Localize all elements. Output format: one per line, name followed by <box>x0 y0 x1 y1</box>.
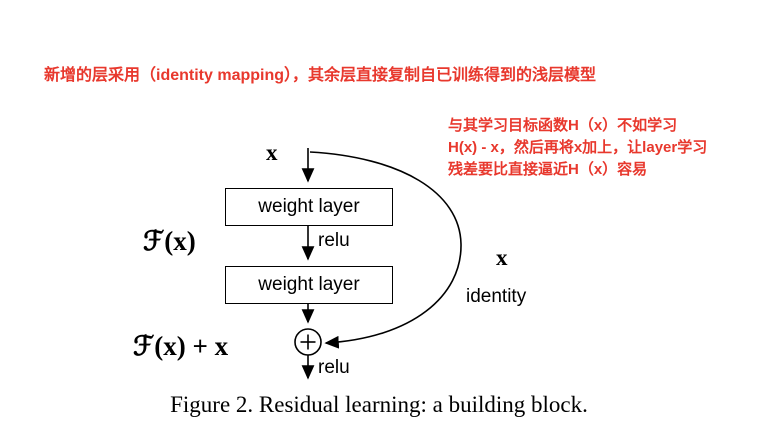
relu-label-2: relu <box>318 357 350 378</box>
input-x-label: x <box>266 140 278 165</box>
relu-label-1: relu <box>318 230 350 251</box>
identity-label: identity <box>466 286 527 307</box>
residual-function-label: ℱ(x) <box>143 226 196 256</box>
shortcut-x-label: x <box>496 245 508 270</box>
side-annotation-line-2: H(x) - x，然后再将x加上，让layer学习 <box>448 139 708 156</box>
side-annotation-line-1: 与其学习目标函数H（x）不如学习 <box>448 117 678 134</box>
output-sum-label: ℱ(x) + x <box>133 331 229 361</box>
side-annotation-line-3: 残差要比直接逼近H（x）容易 <box>448 161 648 178</box>
figure-caption: Figure 2. Residual learning: a building … <box>170 392 588 417</box>
weight-layer-2-box: weight layer <box>225 266 393 304</box>
side-annotation: 与其学习目标函数H（x）不如学习 H(x) - x，然后再将x加上，让layer… <box>448 115 707 181</box>
weight-layer-1-box: weight layer <box>225 188 393 226</box>
sum-plus-circle-icon <box>294 328 322 356</box>
top-annotation: 新增的层采用（identity mapping），其余层直接复制自已训练得到的浅… <box>44 67 597 84</box>
